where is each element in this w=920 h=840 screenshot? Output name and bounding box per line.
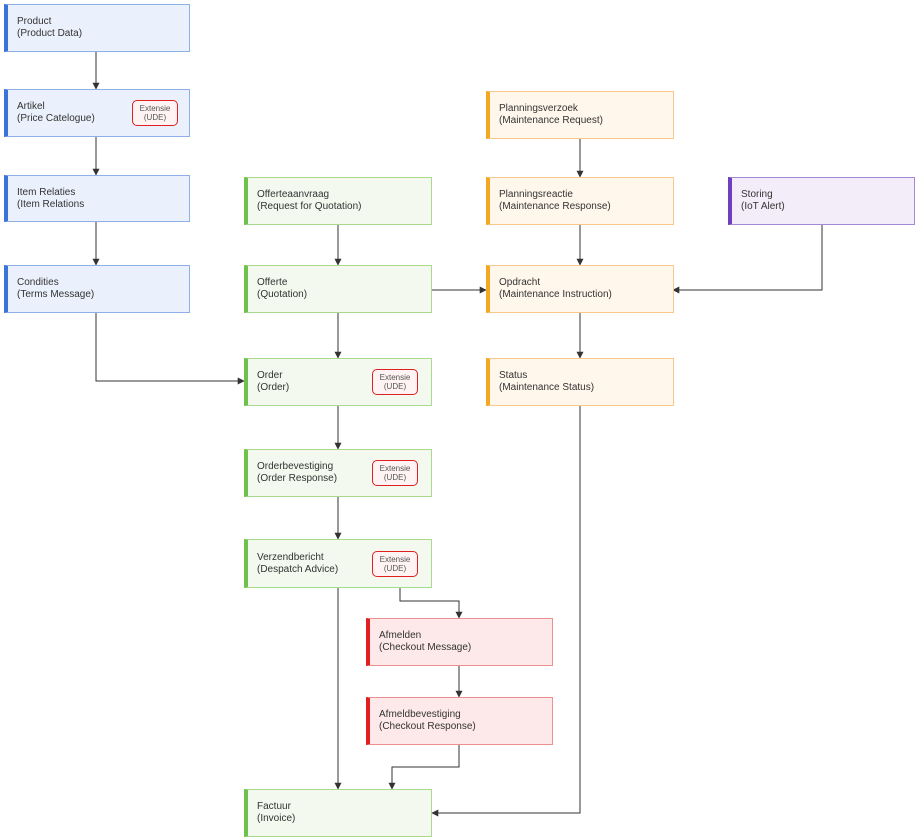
node-planningsreactie[interactable]: Planningsreactie (Maintenance Response) bbox=[486, 177, 674, 225]
node-verzendbericht[interactable]: Verzendbericht (Despatch Advice) Extensi… bbox=[244, 539, 432, 588]
node-planningsverzoek[interactable]: Planningsverzoek (Maintenance Request) bbox=[486, 91, 674, 139]
node-subtitle: (Price Catelogue) bbox=[17, 113, 95, 124]
node-title: Status bbox=[499, 370, 528, 381]
node-subtitle: (Checkout Response) bbox=[379, 721, 476, 732]
node-artikel[interactable]: Artikel (Price Catelogue) Extensie (UDE) bbox=[4, 89, 190, 137]
node-status[interactable]: Status (Maintenance Status) bbox=[486, 358, 674, 406]
node-subtitle: (Despatch Advice) bbox=[257, 563, 339, 575]
extensie-ude-badge: Extensie (UDE) bbox=[132, 100, 178, 126]
node-subtitle: (Item Relations bbox=[17, 198, 85, 210]
badge-label: Extensie bbox=[379, 373, 411, 382]
node-subtitle: (Checkout Message) bbox=[379, 642, 472, 653]
node-title: Factuur bbox=[257, 801, 291, 812]
node-title: Verzendbericht bbox=[257, 551, 324, 563]
node-subtitle: (Product Data) bbox=[17, 28, 83, 39]
badge-sublabel: (UDE) bbox=[383, 564, 407, 573]
badge-label: Extensie bbox=[139, 104, 171, 113]
node-title: Order bbox=[257, 370, 283, 381]
node-subtitle: (Order) bbox=[257, 382, 290, 393]
edge-verzendbericht-afmelden bbox=[399, 588, 463, 619]
badge-sublabel: (UDE) bbox=[143, 113, 167, 122]
node-title: Planningsreactie bbox=[499, 189, 573, 200]
node-title: Condities bbox=[17, 277, 59, 288]
extensie-ude-badge: Extensie (UDE) bbox=[372, 460, 418, 486]
node-item-relaties[interactable]: Item Relaties (Item Relations bbox=[4, 175, 190, 222]
node-title: Afmelden bbox=[379, 630, 422, 641]
extensie-ude-badge: Extensie (UDE) bbox=[372, 369, 418, 395]
node-afmelden[interactable]: Afmelden (Checkout Message) bbox=[366, 618, 553, 666]
node-orderbevestiging[interactable]: Orderbevestiging (Order Response) Extens… bbox=[244, 449, 432, 497]
node-title: Storing bbox=[741, 189, 773, 200]
node-title: Offerteaanvraag bbox=[257, 189, 330, 200]
node-title: Opdracht bbox=[499, 277, 541, 288]
node-subtitle: (Maintenance Instruction) bbox=[499, 289, 612, 300]
node-subtitle: (Maintenance Request) bbox=[499, 115, 603, 126]
node-product[interactable]: Product (Product Data) bbox=[4, 4, 190, 52]
node-title: Orderbevestiging bbox=[257, 461, 334, 472]
node-subtitle: (Maintenance Response) bbox=[499, 201, 611, 212]
node-subtitle: (Invoice) bbox=[257, 813, 296, 824]
node-factuur[interactable]: Factuur (Invoice) bbox=[244, 789, 432, 837]
extensie-ude-badge: Extensie (UDE) bbox=[372, 551, 418, 577]
edge-condities-order bbox=[95, 313, 245, 385]
node-subtitle: (Order Response) bbox=[257, 473, 338, 484]
badge-label: Extensie bbox=[379, 555, 411, 564]
edge-afmeldbevestiging-factuur bbox=[388, 745, 460, 790]
node-title: Afmeldbevestiging bbox=[379, 709, 461, 720]
node-storing[interactable]: Storing (IoT Alert) bbox=[728, 177, 915, 225]
node-afmeldbevestiging[interactable]: Afmeldbevestiging (Checkout Response) bbox=[366, 697, 553, 745]
node-order[interactable]: Order (Order) Extensie (UDE) bbox=[244, 358, 432, 406]
node-condities[interactable]: Condities (Terms Message) bbox=[4, 265, 190, 313]
badge-sublabel: (UDE) bbox=[383, 473, 407, 482]
edge-status-factuur bbox=[431, 406, 581, 817]
node-title: Artikel bbox=[17, 101, 45, 112]
node-subtitle: (Maintenance Status) bbox=[499, 382, 595, 393]
node-subtitle: (Request for Quotation) bbox=[257, 201, 362, 212]
node-subtitle: (Terms Message) bbox=[17, 289, 95, 300]
edge-storing-opdracht bbox=[672, 225, 823, 294]
node-offerteaanvraag[interactable]: Offerteaanvraag (Request for Quotation) bbox=[244, 177, 432, 225]
badge-label: Extensie bbox=[379, 464, 411, 473]
node-title: Offerte bbox=[257, 277, 288, 288]
node-subtitle: (IoT Alert) bbox=[741, 201, 785, 212]
node-title: Item Relaties bbox=[17, 186, 76, 198]
node-opdracht[interactable]: Opdracht (Maintenance Instruction) bbox=[486, 265, 674, 313]
node-offerte[interactable]: Offerte (Quotation) bbox=[244, 265, 432, 313]
node-subtitle: (Quotation) bbox=[257, 289, 308, 300]
node-title: Planningsverzoek bbox=[499, 103, 578, 114]
badge-sublabel: (UDE) bbox=[383, 382, 407, 391]
node-title: Product bbox=[17, 16, 52, 27]
